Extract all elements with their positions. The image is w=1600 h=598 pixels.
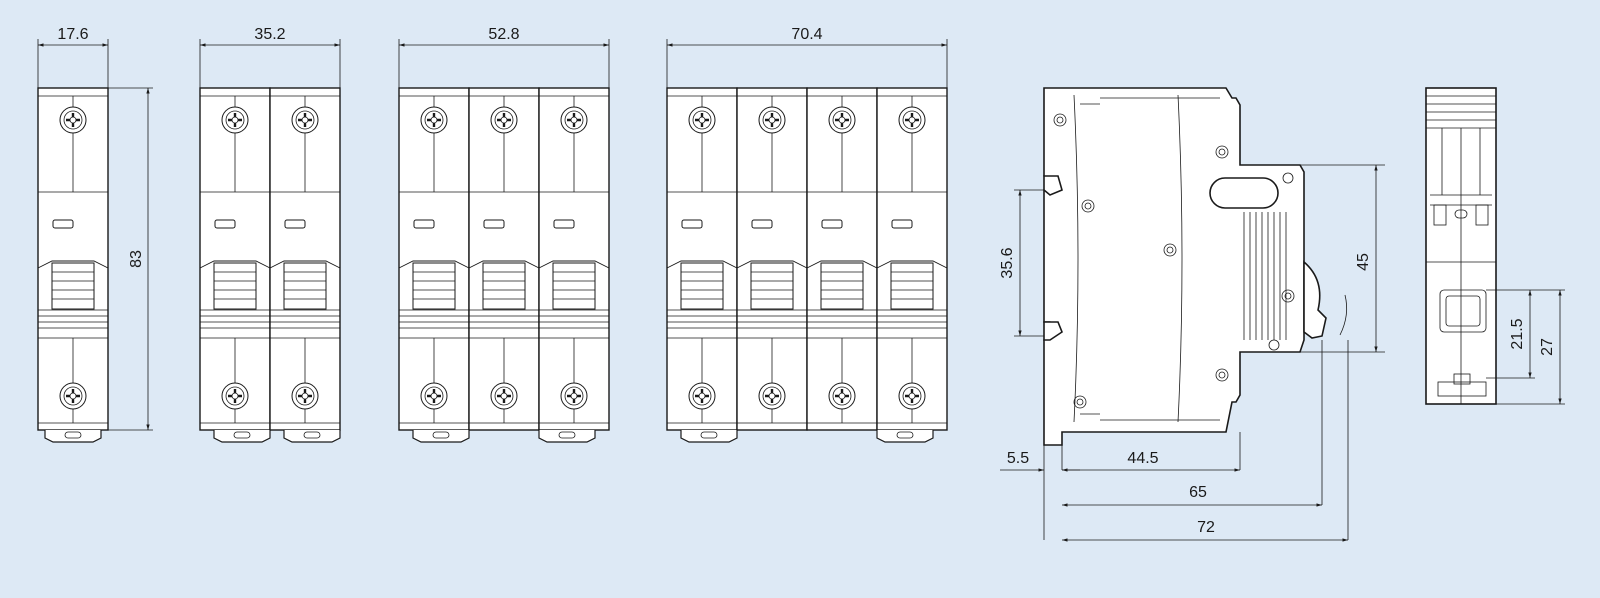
label-window — [214, 219, 236, 229]
pole-module — [538, 87, 610, 431]
dim-width: 35.2 — [254, 26, 285, 43]
pole-module — [37, 87, 109, 431]
terminal-screw-icon — [758, 382, 786, 410]
label-window — [284, 219, 306, 229]
toggle-lever — [412, 262, 456, 310]
toggle-lever — [552, 262, 596, 310]
terminal-screw-icon — [490, 106, 518, 134]
front-view-2p: 35.2 — [199, 26, 341, 443]
terminal-screw-icon — [420, 106, 448, 134]
label-window — [483, 219, 505, 229]
terminal-screw-icon — [490, 382, 518, 410]
side-view — [1043, 87, 1348, 446]
terminal-screw-icon — [688, 382, 716, 410]
toggle-lever — [213, 262, 257, 310]
toggle-lever — [51, 262, 95, 310]
dim-rail-offset: 5.5 — [1007, 450, 1029, 467]
front-view-4p: 70.4 — [666, 26, 948, 443]
terminal-screw-icon — [59, 382, 87, 410]
terminal-screw-icon — [560, 382, 588, 410]
pole-module — [398, 87, 470, 431]
front-view-1p: 17.6 — [37, 26, 109, 443]
label-window — [52, 219, 74, 229]
terminal-screw-icon — [828, 106, 856, 134]
dim-end-2: 27 — [1539, 338, 1556, 356]
terminal-screw-icon — [560, 106, 588, 134]
dim-rail-height: 35.6 — [999, 247, 1016, 278]
terminal-screw-icon — [898, 106, 926, 134]
terminal-screw-icon — [221, 382, 249, 410]
dim-depth-1: 44.5 — [1127, 450, 1158, 467]
label-window — [821, 219, 843, 229]
toggle-lever — [482, 262, 526, 310]
toggle-lever — [283, 262, 327, 310]
dim-end-1: 21.5 — [1509, 318, 1526, 349]
toggle-lever — [820, 262, 864, 310]
pole-module — [806, 87, 878, 431]
dim-width: 17.6 — [57, 26, 88, 43]
label-window — [751, 219, 773, 229]
terminal-screw-icon — [688, 106, 716, 134]
label-window — [681, 219, 703, 229]
terminal-screw-icon — [828, 382, 856, 410]
terminal-screw-icon — [291, 382, 319, 410]
terminal-screw-icon — [59, 106, 87, 134]
front-view-3p: 52.8 — [398, 26, 610, 443]
pole-module — [876, 87, 948, 431]
label-window — [891, 219, 913, 229]
pole-module — [468, 87, 540, 431]
label-window — [413, 219, 435, 229]
toggle-lever — [750, 262, 794, 310]
side-view-dimensions: 35.6 45 5.5 44.5 65 72 — [999, 164, 1385, 542]
toggle-lever — [680, 262, 724, 310]
terminal-screw-icon — [291, 106, 319, 134]
end-view — [1425, 87, 1497, 405]
dim-depth-3: 72 — [1197, 519, 1215, 536]
terminal-screw-icon — [221, 106, 249, 134]
label-window — [553, 219, 575, 229]
pole-module — [199, 87, 271, 431]
pole-module — [666, 87, 738, 431]
dim-depth-2: 65 — [1189, 484, 1207, 501]
terminal-screw-icon — [758, 106, 786, 134]
toggle-lever — [890, 262, 934, 310]
front-views: 17.6 35.2 52.8 70.4 83 — [37, 26, 948, 443]
terminal-screw-icon — [420, 382, 448, 410]
dim-height: 83 — [128, 250, 145, 268]
end-view-dimensions: 21.5 27 — [1486, 289, 1565, 405]
pole-module — [736, 87, 808, 431]
dim-width: 52.8 — [488, 26, 519, 43]
dim-front-height: 45 — [1355, 253, 1372, 271]
dim-width: 70.4 — [791, 26, 822, 43]
pole-module — [269, 87, 341, 431]
terminal-screw-icon — [898, 382, 926, 410]
